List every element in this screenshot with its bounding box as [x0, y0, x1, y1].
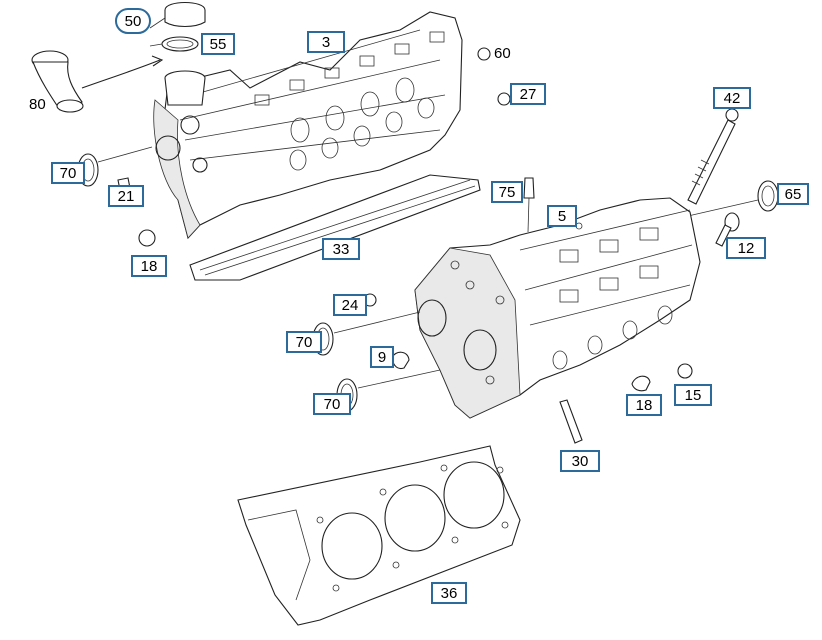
callout-33[interactable]: 33 — [322, 238, 360, 260]
ball-15 — [677, 363, 693, 379]
callout-3[interactable]: 3 — [307, 31, 345, 53]
bolt-42 — [687, 108, 739, 205]
callout-27[interactable]: 27 — [510, 83, 546, 105]
callout-55[interactable]: 55 — [201, 33, 235, 55]
callout-65[interactable]: 65 — [777, 183, 809, 205]
lower-cylinder-head — [414, 197, 701, 419]
bolt-12 — [715, 212, 740, 247]
plug-60 — [477, 47, 491, 61]
callout-21[interactable]: 21 — [108, 185, 144, 207]
cap-50 — [164, 1, 206, 28]
callout-36[interactable]: 36 — [431, 582, 467, 604]
callout-5[interactable]: 5 — [547, 205, 577, 227]
stud-30 — [559, 399, 583, 444]
plug-27 — [497, 92, 511, 106]
callout-42[interactable]: 42 — [713, 87, 751, 109]
callout-30[interactable]: 30 — [560, 450, 600, 472]
callout-24[interactable]: 24 — [333, 294, 367, 316]
callout-12[interactable]: 12 — [726, 237, 766, 259]
callout-18-upper[interactable]: 18 — [131, 255, 167, 277]
callout-15[interactable]: 15 — [674, 384, 712, 406]
callout-70-middle[interactable]: 70 — [286, 331, 322, 353]
seal-18b — [631, 375, 651, 392]
callout-80[interactable]: 80 — [29, 96, 46, 113]
elbow-fitting-80 — [31, 50, 164, 113]
callout-70-upper[interactable]: 70 — [51, 162, 85, 184]
callout-18-lower[interactable]: 18 — [626, 394, 662, 416]
callout-9[interactable]: 9 — [370, 346, 394, 368]
upper-cylinder-head — [153, 11, 463, 240]
callout-75[interactable]: 75 — [491, 181, 523, 203]
callout-50[interactable]: 50 — [115, 8, 151, 34]
callout-70-lower[interactable]: 70 — [313, 393, 351, 415]
sensor-75 — [523, 177, 535, 233]
seal-18a — [138, 229, 156, 247]
plug-9 — [391, 351, 410, 370]
callout-60[interactable]: 60 — [494, 45, 511, 62]
seal-65 — [757, 180, 779, 212]
head-gasket-36 — [237, 445, 521, 626]
